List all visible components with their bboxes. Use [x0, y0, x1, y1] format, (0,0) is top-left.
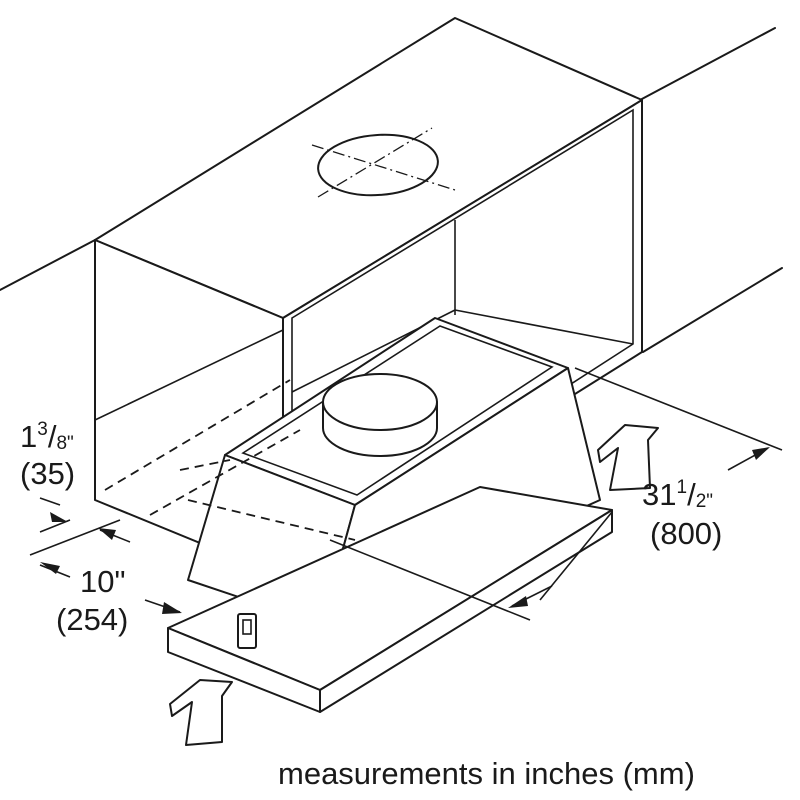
- width-dimension-mm: (800): [650, 516, 723, 551]
- duct-opening: [311, 127, 456, 198]
- depth-dimension-mm: (254): [56, 602, 129, 637]
- height-dimension: [39, 497, 71, 533]
- airflow-arrow-icon: [597, 424, 659, 491]
- height-dimension-mm: (35): [20, 456, 76, 491]
- depth-dimension-inches: 10": [80, 564, 126, 599]
- airflow-arrow-icon: [169, 679, 233, 746]
- dimension-arrow-icon: [50, 512, 68, 522]
- height-dimension-inches: 13/8": [20, 419, 74, 454]
- control-switch-icon: [237, 613, 257, 649]
- dimension-arrow-icon: [508, 596, 528, 608]
- dimension-arrow-icon: [162, 602, 182, 614]
- width-dimension: [329, 367, 783, 621]
- width-dimension-inches: 311/2": [642, 477, 713, 512]
- hood-insert: [104, 317, 613, 713]
- dimension-arrow-icon: [40, 562, 60, 574]
- depth-dimension: [29, 519, 182, 614]
- measurement-units-caption: measurements in inches (mm): [278, 756, 695, 791]
- ceiling-lines: [0, 27, 783, 353]
- dimension-arrow-icon: [98, 528, 116, 540]
- dimension-arrow-icon: [752, 447, 770, 460]
